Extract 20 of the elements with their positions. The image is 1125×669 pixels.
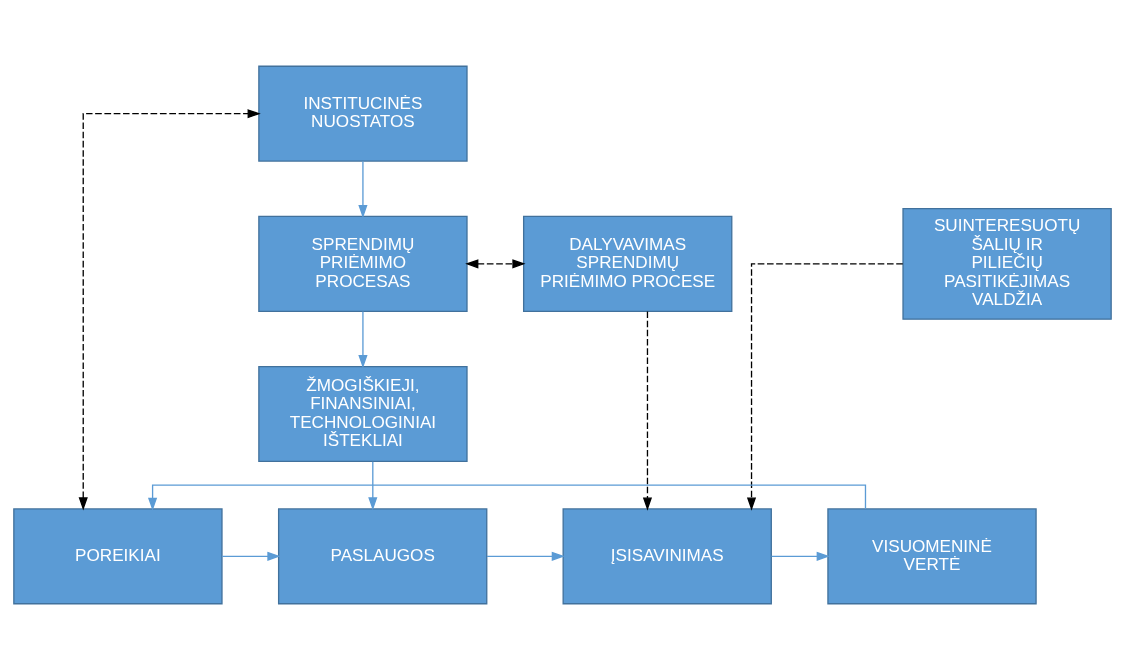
node-box: ĮSISAVINIMAS — [562, 507, 772, 604]
arrow — [486, 551, 565, 561]
arrow — [78, 108, 261, 510]
node-box: VISUOMENINĖ VERTĖ — [827, 507, 1037, 604]
node-box: DALYVAVIMAS SPRENDIMŲ PRIĖMIMO PROCESE — [523, 215, 733, 312]
arrow — [147, 484, 867, 511]
node-box: PASLAUGOS — [277, 507, 488, 604]
arrow — [746, 262, 904, 511]
node-box: ŽMOGIŠKIEJI, FINANSINIAI, TECHNOLOGINIAI IŠTEKLIAI — [258, 365, 468, 462]
node-box: SPRENDIMŲ PRIĖMIMO PROCESAS — [258, 215, 468, 312]
arrow — [465, 258, 526, 268]
arrow — [221, 551, 281, 561]
node-box: SUINTERESUOTŲ ŠALIŲ IR PILIEČIŲ PASITIKĖJIMAS VALDŽIA — [902, 207, 1112, 320]
arrow — [642, 310, 653, 511]
arrow — [358, 310, 368, 368]
node-box: POREIKIAI — [13, 507, 223, 604]
arrow — [770, 551, 830, 561]
node-box: INSTITUCINĖS NUOSTATOS — [258, 65, 468, 162]
arrow — [368, 460, 378, 510]
arrow — [358, 160, 368, 218]
